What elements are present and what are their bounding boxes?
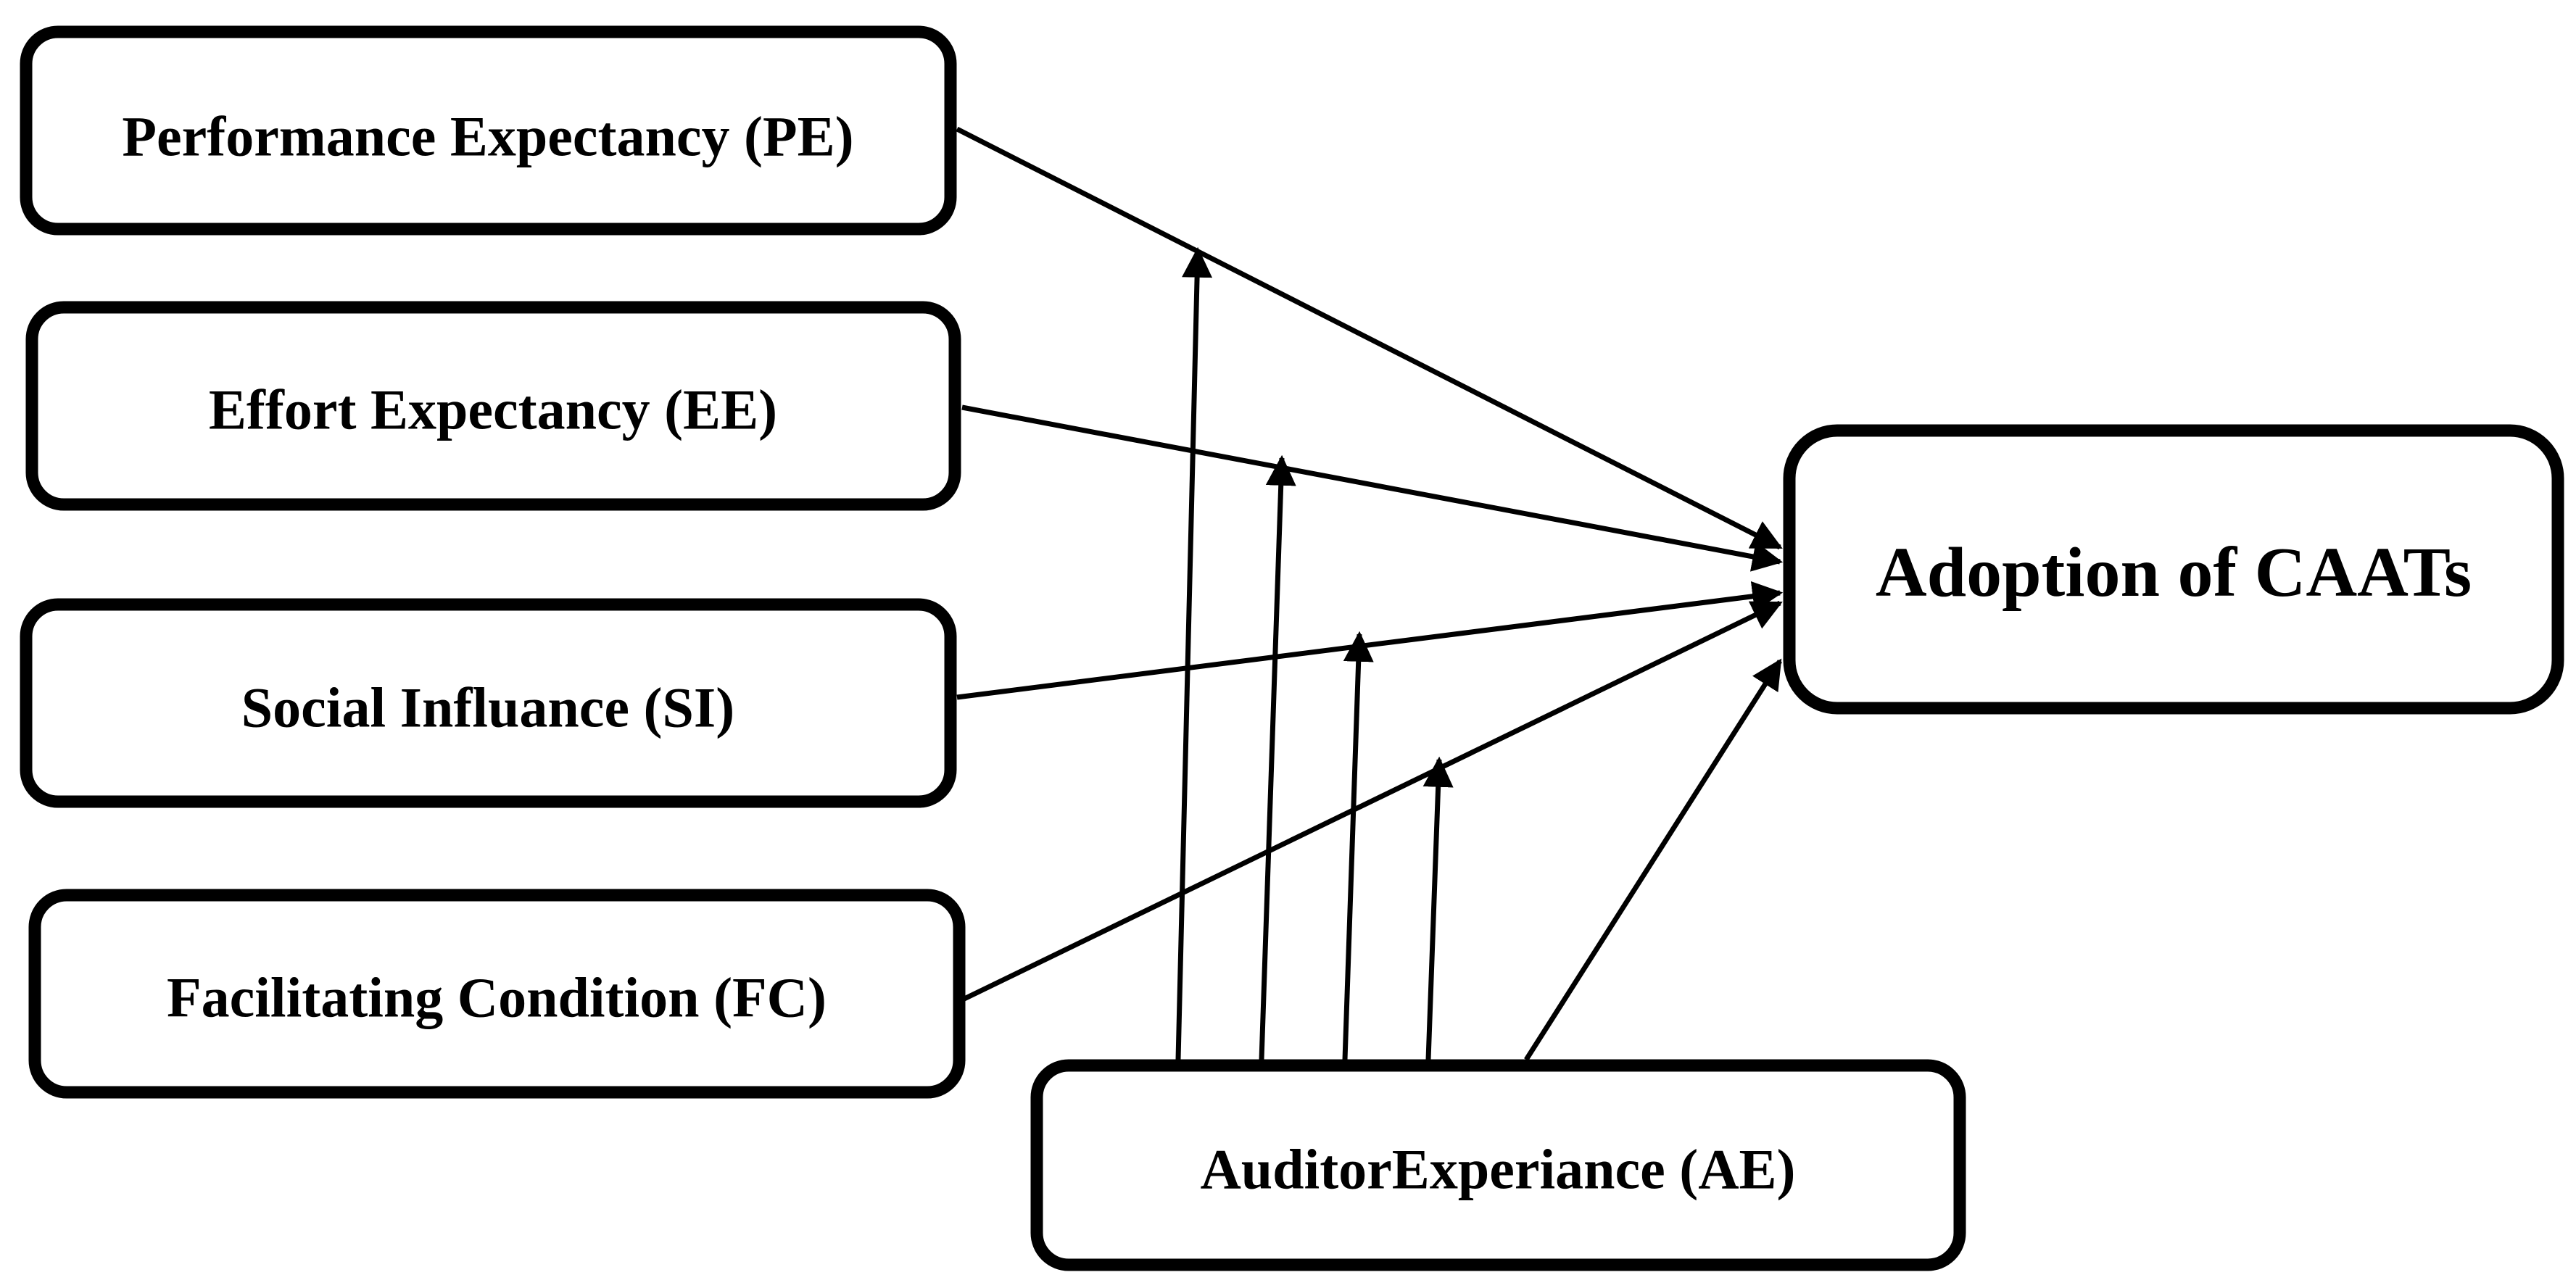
node-ae: AuditorExperiance (AE) [1030, 1059, 1966, 1271]
node-ee-label: Effort Expectancy (EE) [209, 378, 777, 441]
node-adoption-label: Adoption of CAATs [1876, 533, 2472, 612]
node-ae-box [1030, 1059, 1966, 1271]
node-fc: Facilitating Condition (FC) [28, 889, 966, 1099]
node-si-box [20, 598, 957, 808]
edge-ae-moderates-fc [1422, 756, 1454, 1060]
node-ee-box [25, 301, 961, 511]
edge-fc-to-adoption [963, 600, 1783, 1002]
node-ae-label: AuditorExperiance (AE) [1200, 1138, 1795, 1201]
node-si-label: Social Influance (SI) [241, 676, 734, 739]
node-pe-box [20, 25, 957, 236]
edge-ae-moderates-pe [1175, 246, 1213, 1060]
node-si: Social Influance (SI) [20, 598, 957, 808]
node-pe-label: Performance Expectancy (PE) [122, 105, 853, 168]
node-adoption: Adoption of CAATs [1783, 424, 2564, 715]
edge-si-to-adoption [956, 581, 1784, 700]
node-fc-box [28, 889, 966, 1099]
node-adoption-box [1783, 424, 2564, 715]
node-pe: Performance Expectancy (PE) [20, 25, 957, 236]
edge-ae-moderates-ee [1259, 454, 1296, 1060]
edges-group [956, 126, 1784, 1061]
edge-ee-to-adoption [961, 404, 1784, 572]
node-fc-label: Facilitating Condition (FC) [167, 966, 827, 1029]
edge-pe-to-adoption [956, 126, 1783, 550]
node-ee: Effort Expectancy (EE) [25, 301, 961, 511]
edge-ae-to-adoption [1524, 658, 1782, 1061]
edge-ae-moderates-si [1342, 631, 1374, 1060]
